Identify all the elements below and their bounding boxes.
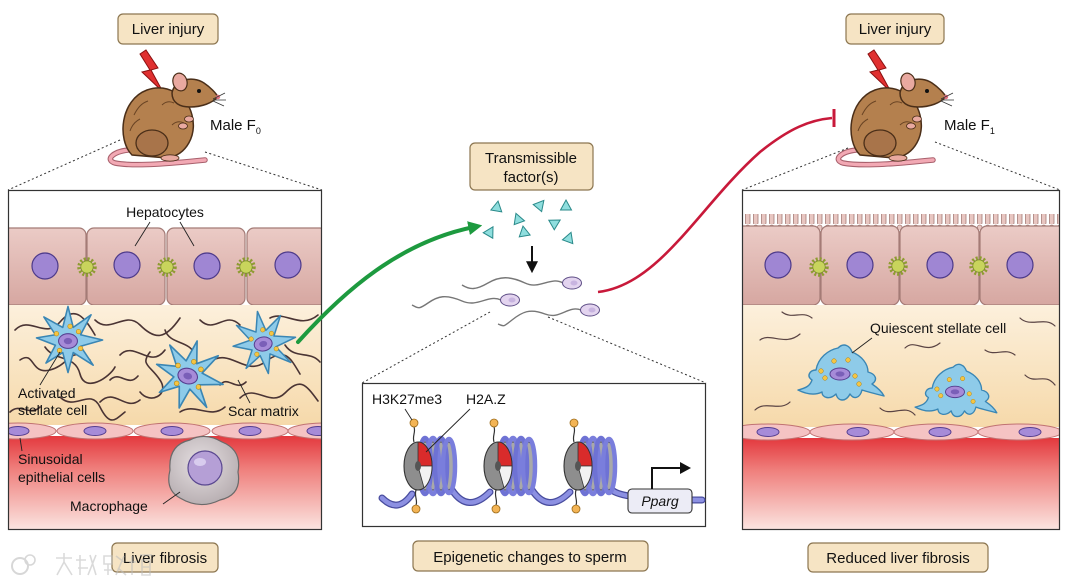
quiescent-stellate-pointer (851, 337, 873, 354)
watermark-logo (11, 553, 152, 576)
h3k27me3-pointer (404, 408, 413, 421)
liver-fibrosis-label: Liver fibrosis (111, 542, 219, 573)
transmissible-factor-particles (482, 196, 577, 245)
stellate-region (742, 305, 1060, 427)
sinusoid-blood (8, 436, 322, 530)
sperm-cells (411, 276, 600, 327)
inhibition-line (597, 116, 833, 294)
zoom-line-center-a (361, 311, 491, 384)
liver-injury-text-left: Liver injury (132, 21, 205, 38)
center-column: Transmissible factor(s) (296, 109, 836, 572)
right-column: Liver injury Male F1 (741, 13, 1061, 573)
lightning-bolt-icon (867, 49, 892, 93)
zoom-line-left-a (7, 139, 121, 191)
liver-injury-text-right: Liver injury (859, 21, 932, 38)
zoom-line-left-b (204, 151, 323, 191)
macrophage-label: Macrophage (70, 498, 148, 514)
sinusoidal-cell-row (8, 422, 322, 440)
activated-stellate-pointer (39, 351, 61, 386)
sinusoid-blood (742, 438, 1060, 530)
macrophage-cell (168, 435, 240, 506)
epigenetic-changes-text: Epigenetic changes to sperm (433, 549, 626, 566)
quiescent-stellate-label: Quiescent stellate cell (870, 320, 1006, 336)
zoom-line-right-a (741, 147, 849, 191)
reduced-liver-fibrosis-text: Reduced liver fibrosis (826, 550, 969, 567)
liver-fibrosis-panel: Hepatocytes Activated stellate cell Scar… (7, 189, 323, 531)
male-f0-label: Male F0 (210, 117, 261, 136)
zoom-line-center-b (547, 316, 707, 384)
chromatin-panel: H3K27me3 H2A.Z Pparg (361, 382, 707, 528)
rat-f0-icon (110, 71, 226, 164)
scar-matrix-label: Scar matrix (228, 403, 299, 419)
macrophage-pointer (162, 491, 181, 505)
liver-injury-label-left: Liver injury (117, 13, 219, 45)
hepatocyte-row (742, 225, 1060, 306)
pparg-label: Pparg (641, 493, 679, 509)
hepatocytes-pointer (134, 221, 195, 247)
dna-strand (378, 486, 706, 509)
arrowhead-icon (680, 462, 691, 474)
zoom-line-right-b (934, 141, 1061, 191)
scar-matrix-pointer (237, 379, 251, 404)
sinusoidal-label-line1: Sinusoidal (18, 451, 83, 467)
microvilli (742, 214, 1060, 230)
epigenetic-changes-label: Epigenetic changes to sperm (412, 540, 649, 572)
h2az-pointer (425, 408, 471, 453)
transcription-start-arrow (651, 467, 680, 489)
transmissible-text-line2: factor(s) (503, 169, 558, 186)
activated-stellate-label-line2: stellate cell (18, 402, 87, 418)
activated-stellate-label-line1: Activated (18, 385, 76, 401)
liver-fibrosis-text: Liver fibrosis (123, 550, 207, 567)
rat-f1-icon (838, 71, 954, 164)
left-column: Liver injury Male F0 (7, 13, 323, 573)
transmission-arrow (296, 221, 483, 344)
liver-injury-label-right: Liver injury (845, 13, 945, 45)
transmissible-text-line1: Transmissible (485, 150, 577, 167)
sinusoidal-label-line2: epithelial cells (18, 469, 105, 485)
hepatocyte-row (8, 227, 322, 306)
reduced-fibrosis-panel: Quiescent stellate cell (741, 189, 1061, 531)
reduced-liver-fibrosis-label: Reduced liver fibrosis (807, 542, 989, 573)
transmissible-factor-label: Transmissible factor(s) (469, 142, 594, 191)
sinusoidal-pointer (19, 437, 23, 452)
scar-matrix-fibers (9, 312, 321, 421)
lightning-bolt-icon (139, 49, 164, 93)
hepatocytes-label: Hepatocytes (126, 204, 204, 220)
sparse-fibers (754, 311, 1056, 416)
h3k27me3-label: H3K27me3 (372, 391, 442, 407)
pparg-gene: Pparg (627, 462, 693, 514)
male-f1-label: Male F1 (944, 117, 995, 136)
sinusoidal-cell-row (742, 423, 1060, 441)
h2az-label: H2A.Z (466, 391, 506, 407)
